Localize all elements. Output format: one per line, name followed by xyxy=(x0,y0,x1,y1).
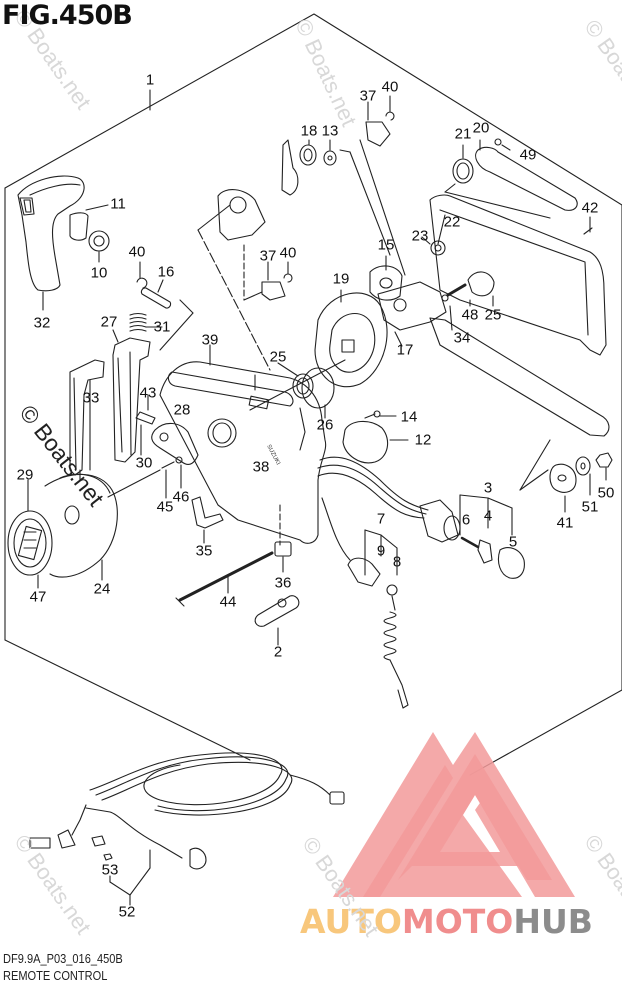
callout-19: 19 xyxy=(332,270,350,288)
callout-40a: 40 xyxy=(128,243,146,261)
figure-code: DF9.9A_P03_016_450B xyxy=(3,951,123,966)
callout-35: 35 xyxy=(195,542,213,560)
callout-18: 18 xyxy=(300,122,318,140)
callout-37b: 37 xyxy=(359,87,377,105)
logo-text-auto: AUTO xyxy=(300,902,402,941)
callout-34: 34 xyxy=(453,329,471,347)
callout-40c: 40 xyxy=(381,78,399,96)
callout-33: 33 xyxy=(82,389,100,407)
callout-32: 32 xyxy=(33,314,51,332)
callout-40b: 40 xyxy=(279,244,297,262)
callout-20: 20 xyxy=(472,119,490,137)
callout-42: 42 xyxy=(581,199,599,217)
callout-30: 30 xyxy=(135,454,153,472)
callout-41: 41 xyxy=(556,514,574,532)
callout-39: 39 xyxy=(201,331,219,349)
callout-7: 7 xyxy=(376,510,386,528)
callout-52: 52 xyxy=(118,903,136,921)
callout-14: 14 xyxy=(400,408,418,426)
callout-9: 9 xyxy=(376,542,386,560)
callout-26: 26 xyxy=(316,416,334,434)
callout-6: 6 xyxy=(461,511,471,529)
callout-29: 29 xyxy=(16,466,34,484)
callout-12: 12 xyxy=(414,431,432,449)
callout-53: 53 xyxy=(101,861,119,879)
callout-13: 13 xyxy=(321,122,339,140)
disk-19 xyxy=(314,292,388,388)
figure-subtitle: REMOTE CONTROL xyxy=(3,968,108,983)
callout-48: 48 xyxy=(461,306,479,324)
logo-text-moto: MOTO xyxy=(401,902,514,941)
callout-36: 36 xyxy=(274,574,292,592)
callout-38: 38 xyxy=(252,458,270,476)
logo-text-hub: HUB xyxy=(513,902,593,941)
callout-16: 16 xyxy=(157,263,175,281)
callout-45: 45 xyxy=(156,498,174,516)
harness-cable xyxy=(89,752,283,806)
callout-46: 46 xyxy=(172,488,190,506)
assembly-bracket-line xyxy=(4,13,622,206)
handle-grip xyxy=(17,175,85,292)
callout-1: 1 xyxy=(145,71,155,89)
side-cover xyxy=(429,194,607,356)
callout-10: 10 xyxy=(90,264,108,282)
callout-24: 24 xyxy=(93,580,111,598)
callout-15: 15 xyxy=(377,236,395,254)
callout-43: 43 xyxy=(139,384,157,402)
callout-23: 23 xyxy=(411,227,429,245)
callout-28: 28 xyxy=(173,401,191,419)
figure-title: FIG.450B xyxy=(2,0,133,31)
callout-47: 47 xyxy=(29,588,47,606)
callout-2: 2 xyxy=(273,643,283,661)
callout-11: 11 xyxy=(110,195,126,213)
callout-37a: 37 xyxy=(259,247,277,265)
automotohub-logo-text: AUTOMOTOHUB xyxy=(300,905,593,938)
callout-17: 17 xyxy=(396,341,414,359)
callout-3: 3 xyxy=(483,479,493,497)
callout-27: 27 xyxy=(100,313,118,331)
callout-50: 50 xyxy=(597,484,615,502)
callout-25a: 25 xyxy=(269,348,287,366)
callout-25b: 25 xyxy=(484,306,502,324)
housing-body xyxy=(159,361,327,544)
callout-5: 5 xyxy=(508,533,518,551)
callout-4: 4 xyxy=(483,507,493,525)
callout-22: 22 xyxy=(443,213,461,231)
callout-21: 21 xyxy=(454,125,472,143)
callout-8: 8 xyxy=(392,553,402,571)
callout-49: 49 xyxy=(519,146,537,164)
callout-51: 51 xyxy=(581,498,599,516)
callout-44: 44 xyxy=(219,593,237,611)
callout-31: 31 xyxy=(153,318,171,336)
